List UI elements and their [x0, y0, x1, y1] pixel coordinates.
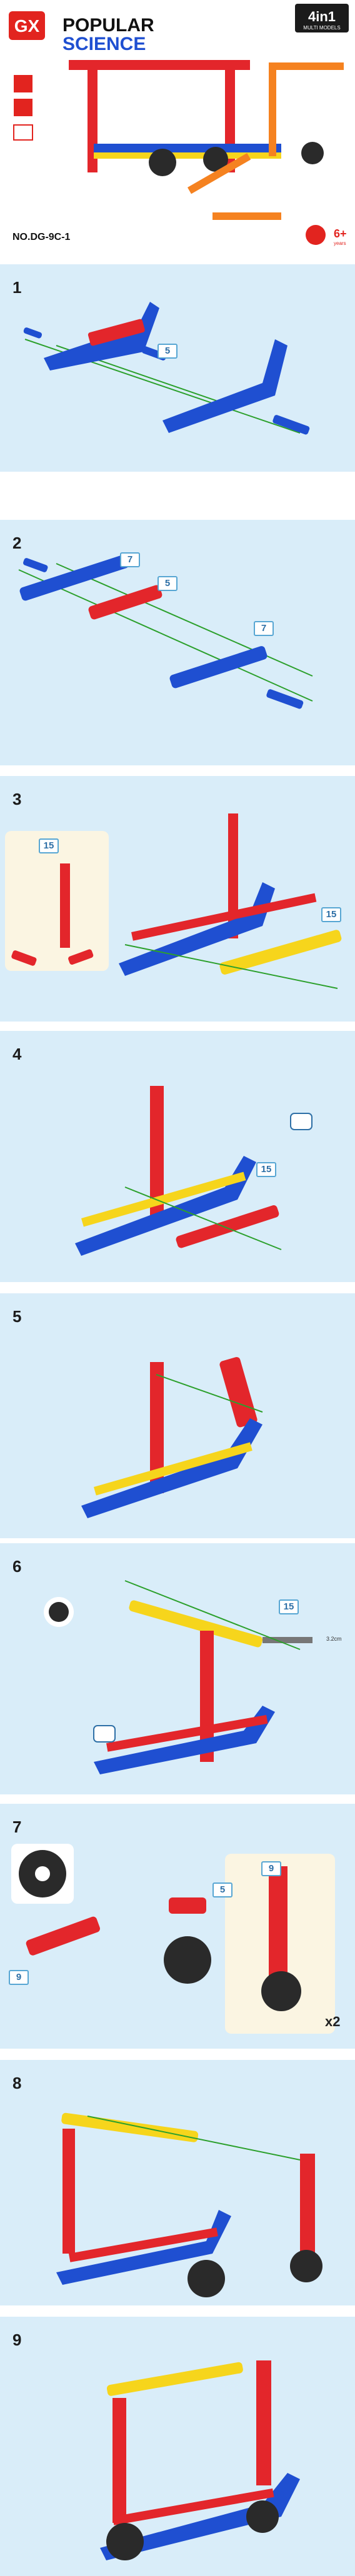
step-4: 4 15	[0, 1031, 355, 1282]
part-count-badge: 15	[39, 838, 59, 853]
cover-title-line2: SCIENCE	[62, 34, 146, 54]
step-7: 7 5 9 9 x2	[0, 1804, 355, 2049]
set-label: 4in1	[308, 9, 336, 24]
rotate-model-icon	[290, 1113, 312, 1130]
cover-model-main	[69, 60, 281, 176]
part-count-badge: 5	[158, 344, 178, 359]
feature-icon-3	[13, 124, 33, 141]
gear-icon	[49, 1602, 69, 1622]
step-6-diagram	[44, 1580, 312, 1774]
step-8: 8	[0, 2060, 355, 2305]
step-number: 7	[12, 1818, 22, 1836]
age-icon	[306, 225, 326, 245]
cover-model-excavator	[188, 153, 281, 220]
step-1-diagram	[23, 302, 310, 435]
step-number: 1	[12, 278, 22, 297]
step-5-diagram	[81, 1357, 263, 1518]
step-2-diagram	[18, 554, 313, 709]
part-count-badge: 5	[212, 1882, 232, 1897]
rotate-model-icon	[93, 1725, 116, 1743]
part-count-badge: 5	[158, 576, 178, 591]
feature-icon-1	[14, 75, 32, 92]
step-4-diagram	[75, 1086, 312, 1256]
step-9-diagram	[100, 2360, 300, 2560]
brand-logo-text: GX	[14, 16, 40, 36]
brand-logo: GX	[9, 11, 45, 40]
cover-section: GX 4in1 MULTI MODELS	[0, 0, 355, 249]
step-1: 1 5	[0, 264, 355, 472]
step-number: 4	[12, 1045, 22, 1063]
step-5: 5	[0, 1293, 355, 1538]
cover-title: POPULAR SCIENCE	[62, 16, 154, 54]
step-number: 6	[12, 1557, 22, 1576]
step-3-diagram	[5, 813, 342, 989]
step-number: 8	[12, 2074, 22, 2092]
part-count-badge: 9	[9, 1970, 29, 1985]
set-label-box	[295, 4, 349, 32]
cover-art: GX 4in1 MULTI MODELS	[9, 4, 349, 246]
measure-label: 3.2cm	[326, 1636, 342, 1642]
step-7-diagram	[11, 1844, 335, 2034]
step-9: 9	[0, 2317, 355, 2576]
cover-model-crane	[269, 62, 344, 164]
step-8-diagram	[56, 2112, 322, 2297]
age-label: 6+	[334, 227, 347, 240]
part-count-badge: 9	[261, 1861, 281, 1876]
step-2: 2 7 5 7	[0, 520, 355, 765]
part-count-badge: 7	[120, 552, 140, 567]
step-number: 2	[12, 534, 22, 552]
part-count-badge: 15	[256, 1162, 276, 1177]
step-number: 3	[12, 790, 22, 808]
part-count-badge: 15	[279, 1599, 299, 1614]
part-count-badge: 7	[254, 621, 274, 636]
feature-icon-2	[14, 99, 32, 116]
model-number: NO.DG-9C-1	[12, 232, 71, 242]
set-sublabel: MULTI MODELS	[303, 25, 340, 31]
cover-title-line1: POPULAR	[62, 15, 154, 36]
multiplier-label: x2	[325, 2014, 341, 2029]
part-count-badge: 15	[321, 907, 341, 922]
step-3: 3 15 15	[0, 776, 355, 1022]
step-number: 9	[12, 2330, 22, 2349]
step-number: 5	[12, 1307, 22, 1326]
step-6: 6 15 3.2cm	[0, 1543, 355, 1794]
age-sublabel: years	[334, 241, 346, 246]
